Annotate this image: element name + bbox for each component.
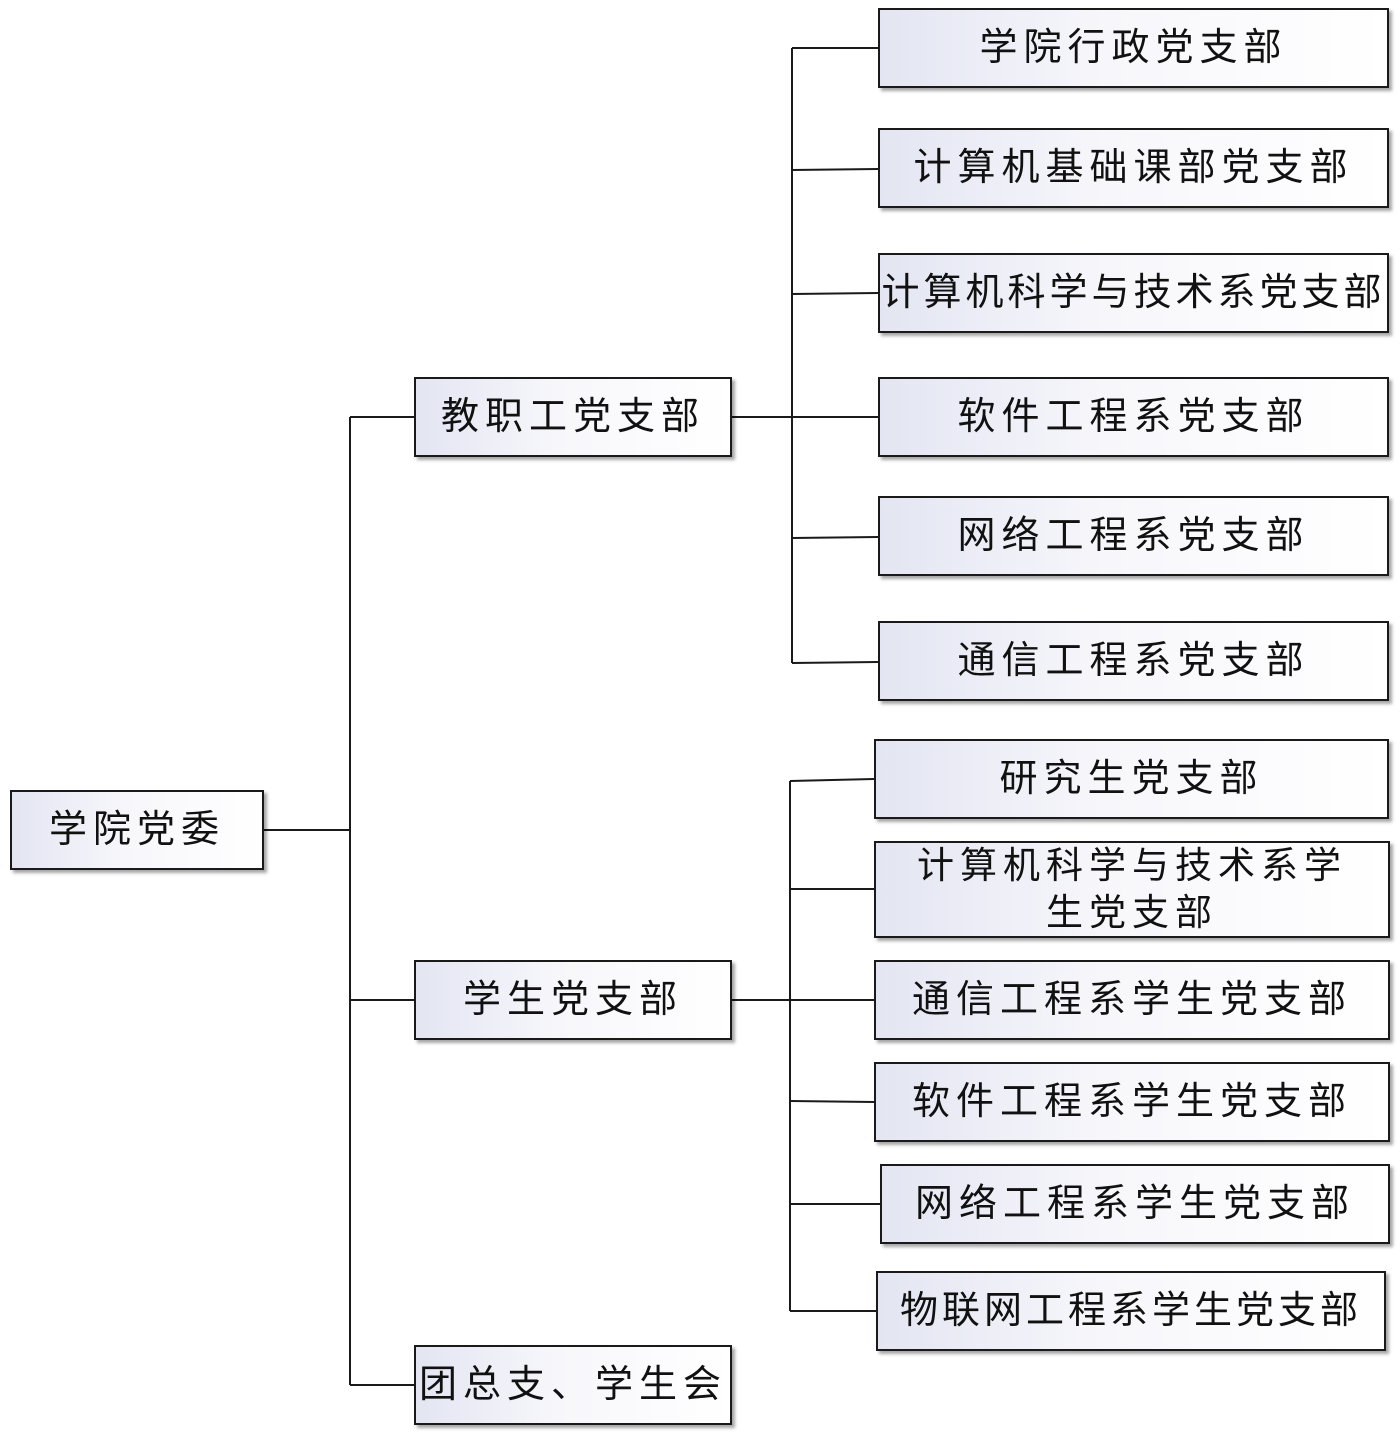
node-faculty-branch: 教职工党支部 — [414, 377, 732, 457]
node-league-union: 团总支、学生会 — [414, 1345, 732, 1425]
node-faculty-child: 计算机科学与技术系党支部 — [878, 253, 1389, 333]
node-student-child: 通信工程系学生党支部 — [874, 960, 1390, 1040]
node-faculty-child: 软件工程系党支部 — [878, 377, 1389, 457]
node-root-committee: 学院党委 — [10, 790, 264, 870]
node-faculty-child: 学院行政党支部 — [878, 8, 1389, 88]
node-faculty-child: 通信工程系党支部 — [878, 621, 1389, 701]
node-student-child: 物联网工程系学生党支部 — [876, 1271, 1386, 1351]
node-student-child: 网络工程系学生党支部 — [880, 1164, 1390, 1244]
node-faculty-child: 网络工程系党支部 — [878, 496, 1389, 576]
node-student-child: 研究生党支部 — [874, 739, 1389, 819]
node-student-branch: 学生党支部 — [414, 960, 732, 1040]
node-faculty-child: 计算机基础课部党支部 — [878, 128, 1389, 208]
node-student-child: 计算机科学与技术系学生党支部 — [874, 841, 1390, 938]
node-student-child: 软件工程系学生党支部 — [874, 1062, 1390, 1142]
